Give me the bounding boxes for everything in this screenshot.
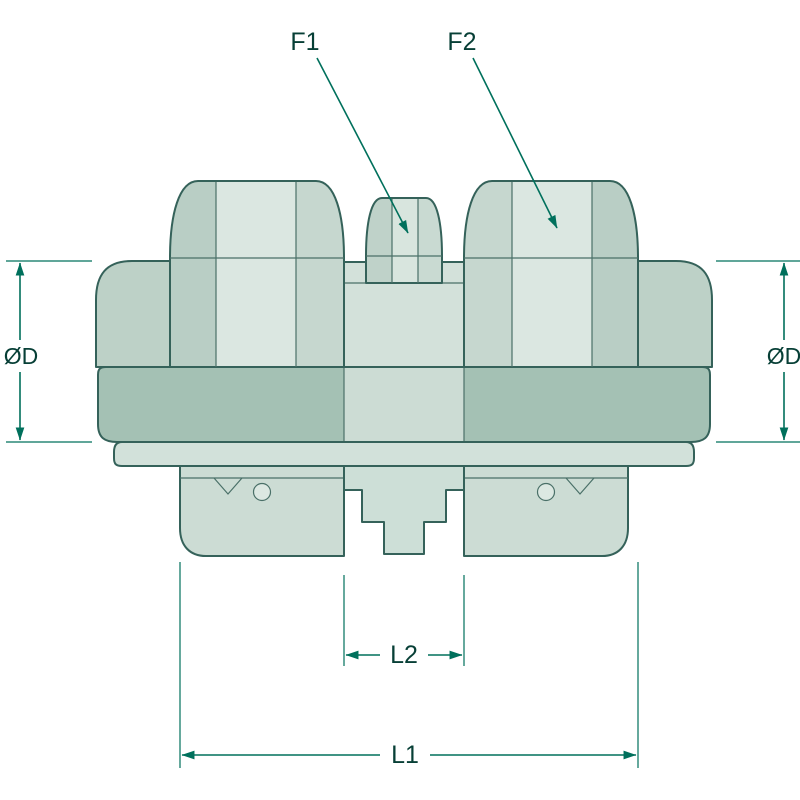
bottom-left-nut-shape (179, 465, 345, 557)
bottom-right-nut-seal-circle (536, 482, 556, 502)
bottom-left-nut-seal-circle (252, 482, 272, 502)
right-sleeve (635, 260, 713, 368)
dimension-l1: L1 (179, 562, 639, 769)
flange-strip (113, 441, 695, 467)
dimension-od-right: ØD (716, 260, 800, 443)
callout-f2-label: F2 (447, 28, 476, 56)
right-sleeve-shape (635, 260, 713, 368)
center-stem (343, 465, 465, 555)
bottom-right-nut-shape (463, 465, 629, 557)
right-nut-facet-right (592, 181, 638, 367)
bottom-left-nut-notch (213, 477, 243, 495)
right-nut (463, 180, 639, 368)
left-sleeve-shape (95, 260, 173, 368)
fitting-drawing (95, 180, 713, 557)
left-nut (169, 180, 345, 368)
dimension-l2: L2 (343, 575, 465, 669)
callout-f1-leader-line (316, 57, 409, 234)
callout-f2-leader-line (472, 57, 558, 229)
l1-label: L1 (391, 741, 419, 769)
bottom-left-nut (179, 465, 345, 557)
callout-f2: F2 (447, 28, 558, 229)
od-right-label: ØD (767, 343, 800, 369)
center-hex-nut (365, 197, 443, 284)
l2-label: L2 (390, 641, 418, 669)
callout-f1: F1 (290, 28, 409, 234)
center-hex-facet-left (366, 198, 392, 283)
left-nut-facet-left (170, 181, 216, 367)
od-left-label: ØD (4, 343, 39, 369)
right-nut-facet-left (464, 181, 512, 367)
center-hex-outline (365, 197, 443, 284)
center-hex-facet-right (418, 198, 442, 283)
bottom-right-nut (463, 465, 629, 557)
body-band-center-segment (344, 368, 464, 441)
right-nut-outline (463, 180, 639, 368)
body-band (97, 366, 711, 443)
left-sleeve (95, 260, 173, 368)
left-nut-facet-right (296, 181, 344, 367)
callout-f1-label: F1 (290, 28, 319, 56)
bottom-right-nut-notch (565, 477, 595, 495)
dimension-od-left: ØD (4, 260, 92, 443)
left-nut-outline (169, 180, 345, 368)
